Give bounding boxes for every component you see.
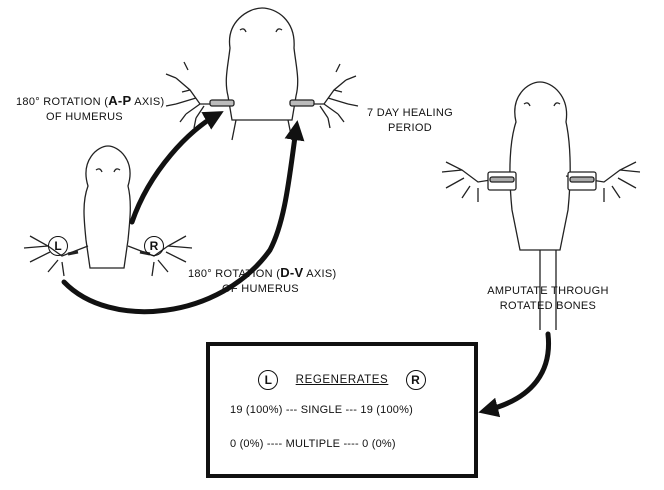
label-ap-rotation: 180° ROTATION (A-P AXIS) [16,92,165,110]
results-row-multiple: 0 (0%) ---- MULTIPLE ---- 0 (0%) [210,438,494,450]
results-box: L REGENERATES R 19 (100%) --- SINGLE ---… [206,342,478,478]
arrow-to-results [488,334,549,410]
single-dashes-right: --- [346,404,358,416]
single-left-value: 19 (100%) [230,404,283,416]
label-dv-rotation: 180° ROTATION (D-V AXIS) [188,264,337,282]
healing-line-2: PERIOD [358,121,462,136]
multiple-dashes-right: ---- [343,438,358,450]
single-dashes-left: --- [286,404,298,416]
salamander-after-rotation [166,8,358,140]
label-ap-humerus: OF HUMERUS [46,110,123,125]
arrow-ap-rotation [132,116,215,222]
single-right-value: 19 (100%) [360,404,413,416]
results-right-marker: R [406,370,426,390]
results-row-single: 19 (100%) --- SINGLE --- 19 (100%) [210,404,494,416]
dv-axis-suffix: AXIS) [304,268,337,280]
single-label: SINGLE [301,404,343,416]
ap-axis-suffix: AXIS) [132,96,165,108]
ap-axis-label: A-P [108,93,131,108]
label-amputate: AMPUTATE THROUGH ROTATED BONES [464,284,632,315]
results-title: REGENERATES [296,374,389,386]
salamander-before-rotation [24,146,192,276]
multiple-left-value: 0 (0%) [230,438,264,450]
results-left-marker: L [258,370,278,390]
amputate-line-2: ROTATED BONES [464,299,632,314]
results-header: L REGENERATES R [210,370,474,390]
limb-marker-left: L [48,236,68,256]
label-dv-humerus: OF HUMERUS [222,282,299,297]
amputate-line-1: AMPUTATE THROUGH [464,284,632,299]
limb-marker-right: R [144,236,164,256]
label-healing: 7 DAY HEALING PERIOD [358,106,462,137]
dv-axis-label: D-V [280,265,303,280]
multiple-label: MULTIPLE [286,438,341,450]
ap-rotation-text: 180° ROTATION ( [16,96,108,108]
dv-rotation-text: 180° ROTATION ( [188,268,280,280]
multiple-right-value: 0 (0%) [362,438,396,450]
multiple-dashes-left: ---- [267,438,282,450]
healing-line-1: 7 DAY HEALING [358,106,462,121]
